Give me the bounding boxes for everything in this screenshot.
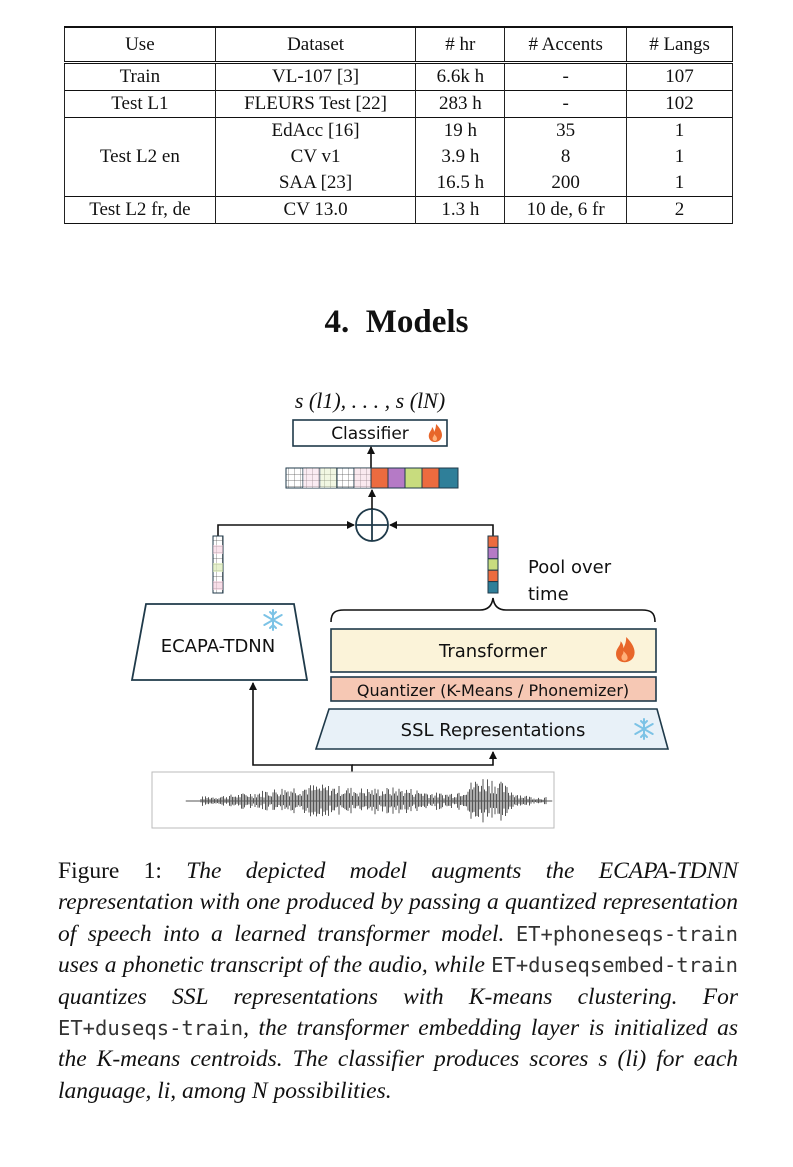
- cell-langs: 1: [626, 170, 733, 197]
- cell-dataset: FLEURS Test [22]: [214, 90, 417, 118]
- transformer-label: Transformer: [438, 641, 548, 662]
- cell-langs: 107: [626, 61, 733, 91]
- header-langs: # Langs: [626, 27, 733, 63]
- cell-use: Test L2 fr, de: [64, 196, 216, 224]
- cell-dataset: SAA [23]: [214, 170, 417, 197]
- ecapa-embedding: [212, 535, 224, 594]
- section-title: Models: [365, 304, 469, 340]
- output-scores-label: s (l1), . . . , s (lN): [295, 388, 445, 413]
- cell-hours: 19 h: [415, 117, 506, 144]
- cell-use: Test L2 en: [64, 117, 216, 197]
- cell-dataset: VL-107 [3]: [214, 61, 417, 91]
- caption-text: , among: [170, 1077, 252, 1104]
- cell-accents: -: [504, 90, 628, 118]
- cell-langs: 2: [626, 196, 733, 224]
- caption-text: quantizes SSL representations with K-mea…: [58, 983, 738, 1010]
- caption-text: for each language,: [58, 1046, 739, 1104]
- snowflake-icon: [634, 718, 654, 740]
- cell-accents: 8: [504, 144, 628, 170]
- quantizer-label: Quantizer (K-Means / Phonemizer): [357, 681, 629, 700]
- cell-langs: 1: [626, 117, 733, 144]
- pool-brace: [330, 597, 656, 623]
- cell-accents: 35: [504, 117, 628, 144]
- header-hours: # hr: [415, 27, 506, 63]
- table-row: Test L2 fr, de CV 13.0 1.3 h 10 de, 6 fr…: [64, 196, 733, 224]
- plus-circle-icon: [355, 508, 389, 542]
- caption-math: li: [157, 1077, 171, 1104]
- caption-math: N: [251, 1077, 268, 1104]
- cell-langs: 1: [626, 144, 733, 170]
- ecapa-label: ECAPA-TDNN: [161, 636, 276, 657]
- table-row: CV v1 3.9 h 8 1: [65, 144, 733, 170]
- cell-langs: 102: [626, 90, 733, 118]
- cell-hours: 6.6k h: [415, 61, 506, 91]
- table-row: SAA [23] 16.5 h 200 1: [65, 170, 733, 197]
- fire-icon: [428, 424, 442, 442]
- classifier-label: Classifier: [331, 424, 409, 444]
- caption-code: ET+duseqsembed-train: [491, 953, 738, 978]
- table-row: Test L1 FLEURS Test [22] 283 h - 102: [64, 90, 733, 118]
- cell-dataset: EdAcc [16]: [214, 117, 417, 144]
- cell-use: Train: [64, 61, 216, 91]
- caption-math: s (li): [598, 1046, 647, 1073]
- cell-accents: 10 de, 6 fr: [504, 196, 628, 224]
- waveform: [185, 779, 553, 823]
- header-use: Use: [64, 27, 216, 63]
- cell-hours: 16.5 h: [415, 170, 506, 197]
- pool-to-sum-line: [389, 521, 494, 536]
- audio-to-ssl-line: [352, 751, 497, 766]
- dataset-table: Use Dataset # hr # Accents # Langs Train…: [64, 26, 733, 224]
- section-heading: 4. Models: [0, 304, 793, 341]
- section-number: 4.: [324, 304, 350, 340]
- table-row: Train VL-107 [3] 6.6k h - 107: [64, 61, 733, 91]
- cell-accents: -: [504, 61, 628, 91]
- cell-dataset: CV v1: [214, 144, 417, 170]
- quantizer-block: [330, 676, 657, 702]
- transformer-block: [330, 628, 657, 673]
- caption-text: , the transformer embedding layer is ini…: [58, 1015, 738, 1073]
- caption-text: The depicted model augments the ECAPA-TD…: [58, 858, 738, 947]
- cell-use: Test L1: [64, 90, 216, 118]
- snowflake-icon: [263, 609, 283, 631]
- cell-hours: 283 h: [415, 90, 506, 118]
- cell-dataset: CV 13.0: [214, 196, 417, 224]
- pool-label-line1: Pool over: [528, 557, 612, 578]
- cell-hours: 1.3 h: [415, 196, 506, 224]
- ssl-label: SSL Representations: [401, 720, 586, 741]
- pool-label-line2: time: [528, 584, 569, 605]
- cell-accents: 200: [504, 170, 628, 197]
- ssl-block: [314, 708, 670, 750]
- table-row: Test L2 en EdAcc [16] 19 h 35 1: [64, 117, 733, 197]
- fire-icon: [616, 637, 635, 663]
- pooled-embedding: [487, 535, 499, 594]
- cell-hours: 3.9 h: [415, 144, 506, 170]
- audio-to-ecapa-line: [249, 682, 353, 772]
- waveform-box: [151, 771, 555, 829]
- caption-text: possibilities.: [267, 1077, 392, 1104]
- header-dataset: Dataset: [214, 27, 417, 63]
- ecapa-tdnn-block: [130, 603, 309, 681]
- ecapa-to-sum-line: [217, 521, 355, 536]
- header-accents: # Accents: [504, 27, 628, 63]
- table-header-row: Use Dataset # hr # Accents # Langs: [64, 27, 733, 63]
- caption-code: ET+duseqs-train: [58, 1016, 244, 1041]
- concatenated-embedding: [285, 467, 459, 489]
- figure-caption: Figure 1: The depicted model augments th…: [58, 856, 738, 1107]
- caption-text: uses a phonetic transcript of the audio,…: [58, 952, 492, 979]
- caption-label: Figure 1:: [58, 858, 162, 884]
- classifier-box: [292, 419, 448, 447]
- caption-code: ET+phoneseqs-train: [515, 921, 738, 946]
